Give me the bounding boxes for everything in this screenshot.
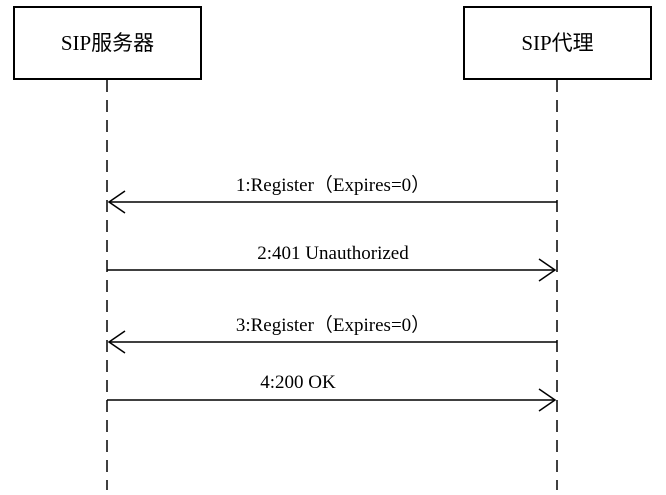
message-4-arrow <box>107 388 557 412</box>
message-3-arrow <box>107 330 557 354</box>
message-3-label: 3:Register（Expires=0） <box>235 315 431 336</box>
message-1-arrow <box>107 190 557 214</box>
message-2-label: 2:401 Unauthorized <box>257 243 409 264</box>
message-2-arrow <box>107 258 557 282</box>
participant-sip-server: SIP服务器 <box>13 6 202 80</box>
participant-sip-proxy-label: SIP代理 <box>521 30 594 55</box>
message-4-label: 4:200 OK <box>260 372 336 393</box>
message-1-label: 1:Register（Expires=0） <box>235 175 431 196</box>
participant-sip-proxy: SIP代理 <box>463 6 652 80</box>
participant-sip-server-label: SIP服务器 <box>60 30 155 55</box>
